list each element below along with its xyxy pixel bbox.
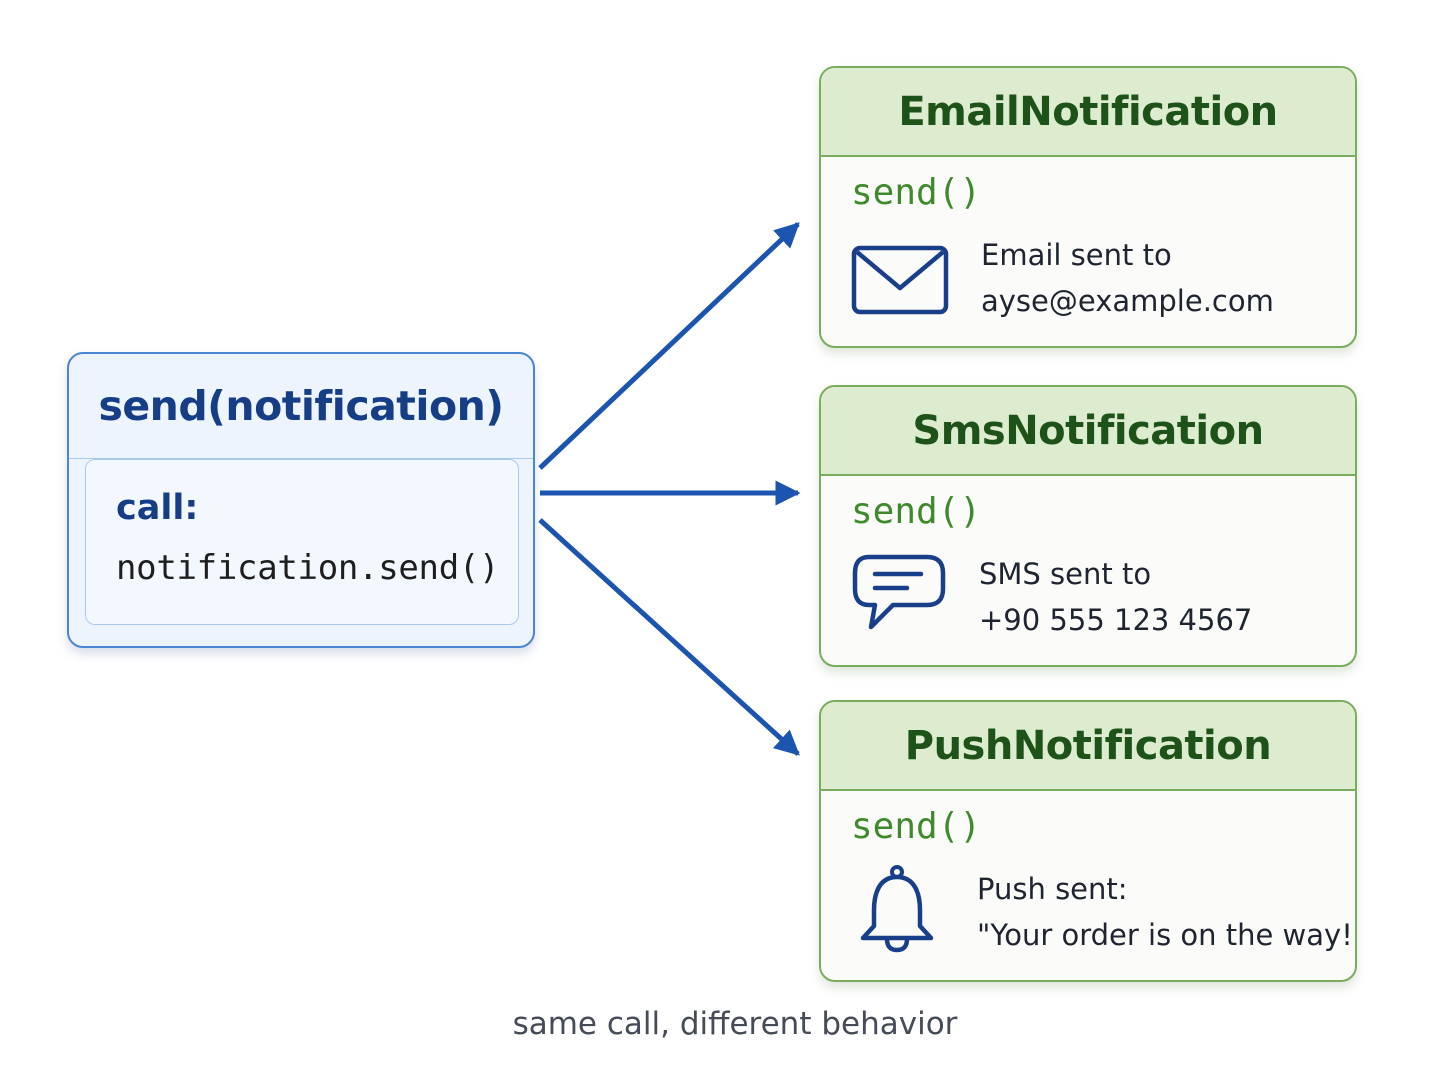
class-name: PushNotification bbox=[821, 702, 1355, 791]
caller-box: send(notification) call: notification.se… bbox=[67, 352, 535, 648]
call-code: notification.send() bbox=[116, 548, 500, 588]
sms-notification-card: SmsNotification send() SMS sent to +90 5… bbox=[819, 385, 1357, 667]
email-notification-card: EmailNotification send() Email sent to a… bbox=[819, 66, 1357, 348]
message-line-1: Push sent: bbox=[977, 872, 1128, 906]
caller-title: send(notification) bbox=[69, 354, 533, 459]
caller-body: call: notification.send() bbox=[85, 459, 519, 625]
chat-bubble-icon bbox=[852, 554, 946, 630]
bell-icon bbox=[860, 865, 934, 953]
push-notification-card: PushNotification send() Push sent: "Your… bbox=[819, 700, 1357, 982]
message-line-2: "Your order is on the way!" bbox=[977, 918, 1357, 952]
message-line-2: ayse@example.com bbox=[981, 284, 1274, 318]
method-name: send() bbox=[851, 806, 982, 847]
message-line-1: Email sent to bbox=[981, 238, 1172, 272]
method-name: send() bbox=[851, 491, 982, 532]
message-line-1: SMS sent to bbox=[979, 557, 1152, 591]
arrow-to-email bbox=[538, 222, 800, 470]
result-message: Email sent to ayse@example.com bbox=[981, 232, 1274, 324]
envelope-icon bbox=[851, 245, 949, 315]
class-name: SmsNotification bbox=[821, 387, 1355, 476]
class-name: EmailNotification bbox=[821, 68, 1355, 157]
message-line-2: +90 555 123 4567 bbox=[979, 603, 1253, 637]
diagram-caption: same call, different behavior bbox=[512, 1006, 958, 1042]
result-message: SMS sent to +90 555 123 4567 bbox=[979, 551, 1252, 643]
call-label: call: bbox=[116, 488, 199, 528]
result-message: Push sent: "Your order is on the way!" bbox=[977, 866, 1357, 958]
arrow-to-push bbox=[538, 518, 800, 756]
method-name: send() bbox=[851, 172, 982, 213]
